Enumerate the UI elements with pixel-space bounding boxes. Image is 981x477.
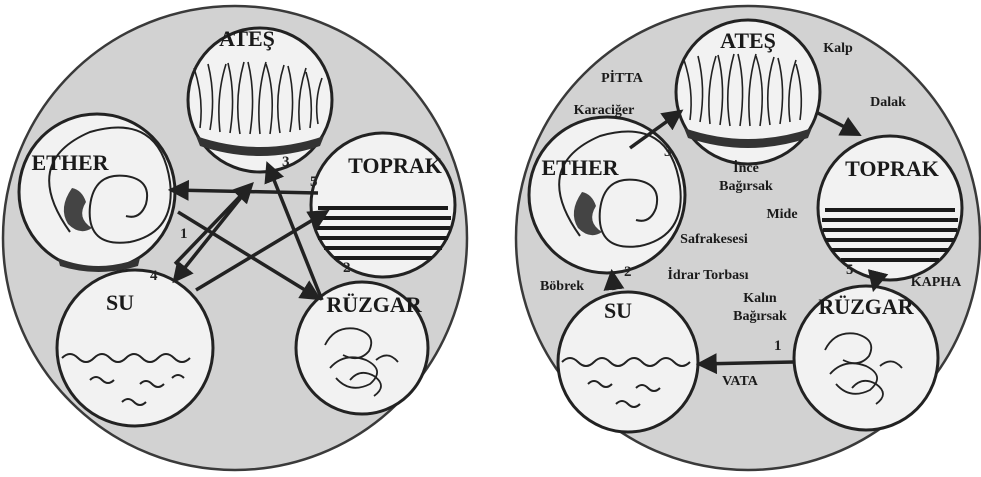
cycle-number: 3 [664, 144, 672, 160]
cycle-number: 1 [774, 338, 782, 354]
cycle-number: 5 [310, 174, 318, 190]
label-large-intestine: Kalın [743, 291, 777, 306]
label-fire: ATEŞ [219, 26, 275, 51]
left-diagram: ATEŞ ETHER TOPRAK SU RÜZGAR 1 2 3 4 5 [3, 6, 467, 470]
label-pitta: PİTTA [601, 69, 644, 86]
cycle-number: 4 [150, 268, 158, 284]
label-kidney: Böbrek [540, 279, 584, 294]
label-gallbladder: Safrakesesi [680, 232, 748, 247]
label-earth: TOPRAK [845, 156, 939, 181]
label-bladder: İdrar Torbası [667, 266, 748, 283]
label-ether: ETHER [541, 155, 619, 180]
cycle-number: 5 [846, 262, 854, 278]
label-liver: Karaciğer [574, 103, 635, 118]
cycle-number: 2 [343, 260, 351, 276]
label-kapha: KAPHA [911, 275, 962, 290]
label-spleen: Dalak [870, 95, 906, 110]
label-ether: ETHER [31, 150, 109, 175]
left-water-circle [57, 270, 213, 426]
arrow-wind-to-water [700, 362, 794, 364]
label-vata: VATA [722, 374, 759, 389]
label-heart: Kalp [823, 41, 853, 56]
arrow-water-to-ether [612, 273, 614, 290]
label-fire: ATEŞ [720, 28, 776, 53]
label-small-intestine: Bağırsak [719, 179, 773, 194]
label-wind: RÜZGAR [326, 292, 422, 317]
label-large-intestine: Bağırsak [733, 309, 787, 324]
cycle-number: 3 [282, 154, 290, 170]
label-water: SU [106, 290, 134, 315]
right-ether-circle [529, 117, 685, 273]
label-earth: TOPRAK [348, 153, 442, 178]
label-wind: RÜZGAR [818, 294, 914, 319]
label-water: SU [604, 298, 632, 323]
cycle-number: 1 [180, 226, 188, 242]
cycle-number: 2 [624, 264, 632, 280]
left-ether-circle [19, 114, 175, 272]
label-stomach: Mide [766, 207, 797, 222]
right-diagram: ATEŞ ETHER TOPRAK SU RÜZGAR 1 2 3 5 PİTT… [516, 6, 980, 470]
label-small-intestine: İnce [733, 159, 759, 176]
